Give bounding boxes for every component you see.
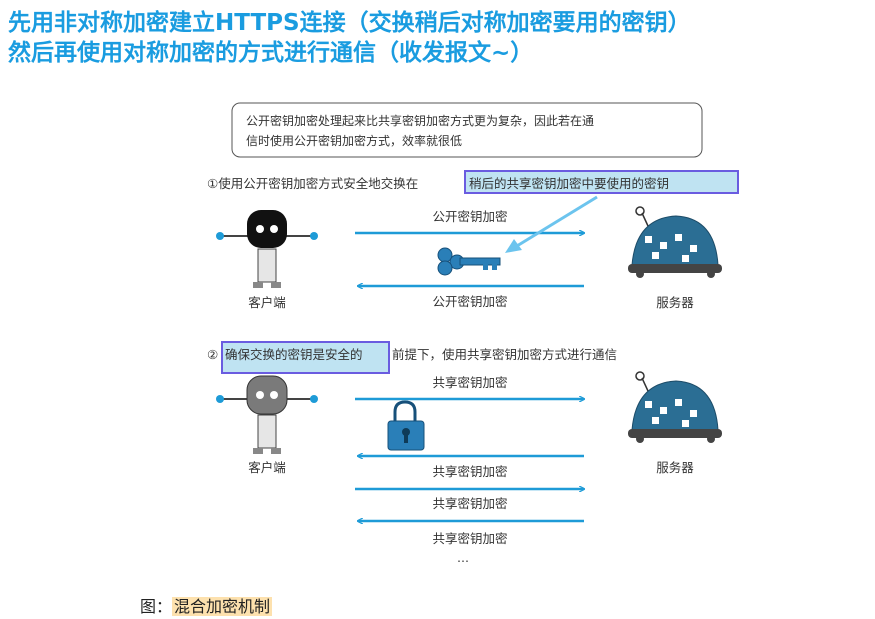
step1-arrow-top-label: 公开密钥加密 xyxy=(432,209,507,224)
server-icon xyxy=(628,372,722,443)
client-robot-icon xyxy=(216,210,318,288)
server-icon xyxy=(628,207,722,278)
step1-client-label: 客户端 xyxy=(248,295,286,310)
step2-arrow-label-1: 共享密钥加密 xyxy=(432,375,507,390)
figure-caption: 图：混合加密机制 xyxy=(140,593,272,617)
step1-arrow-bottom-label: 公开密钥加密 xyxy=(432,294,507,309)
pointer-arrow xyxy=(512,197,597,249)
step2-client-label: 客户端 xyxy=(248,460,286,475)
step2-num: ② xyxy=(207,347,218,362)
step1-server-label: 服务器 xyxy=(656,295,694,310)
step2-highlight: 确保交换的密钥是安全的 xyxy=(225,347,363,362)
note-box xyxy=(232,103,702,157)
caption-prefix: 图： xyxy=(140,597,172,616)
key-icon xyxy=(438,248,500,275)
step2-ellipsis: … xyxy=(457,551,469,565)
step1-prefix: ①使用公开密钥加密方式安全地交换在 xyxy=(207,176,418,191)
step2-suffix: 前提下，使用共享密钥加密方式进行通信 xyxy=(392,347,617,362)
step2-arrow-label-3: 共享密钥加密 xyxy=(432,496,507,511)
step2-arrow-label-4: 共享密钥加密 xyxy=(432,531,507,546)
step2-server-label: 服务器 xyxy=(656,460,694,475)
caption-text: 混合加密机制 xyxy=(172,597,272,616)
note-line-1: 公开密钥加密处理起来比共享密钥加密方式更为复杂，因此若在通 xyxy=(246,113,594,128)
step1-highlight: 稍后的共享密钥加密中要使用的密钥 xyxy=(469,176,669,191)
note-line-2: 信时使用公开密钥加密方式，效率就很低 xyxy=(246,133,462,148)
client-robot-icon xyxy=(216,376,318,454)
step2-arrow-label-2: 共享密钥加密 xyxy=(432,464,507,479)
padlock-icon xyxy=(388,402,424,450)
